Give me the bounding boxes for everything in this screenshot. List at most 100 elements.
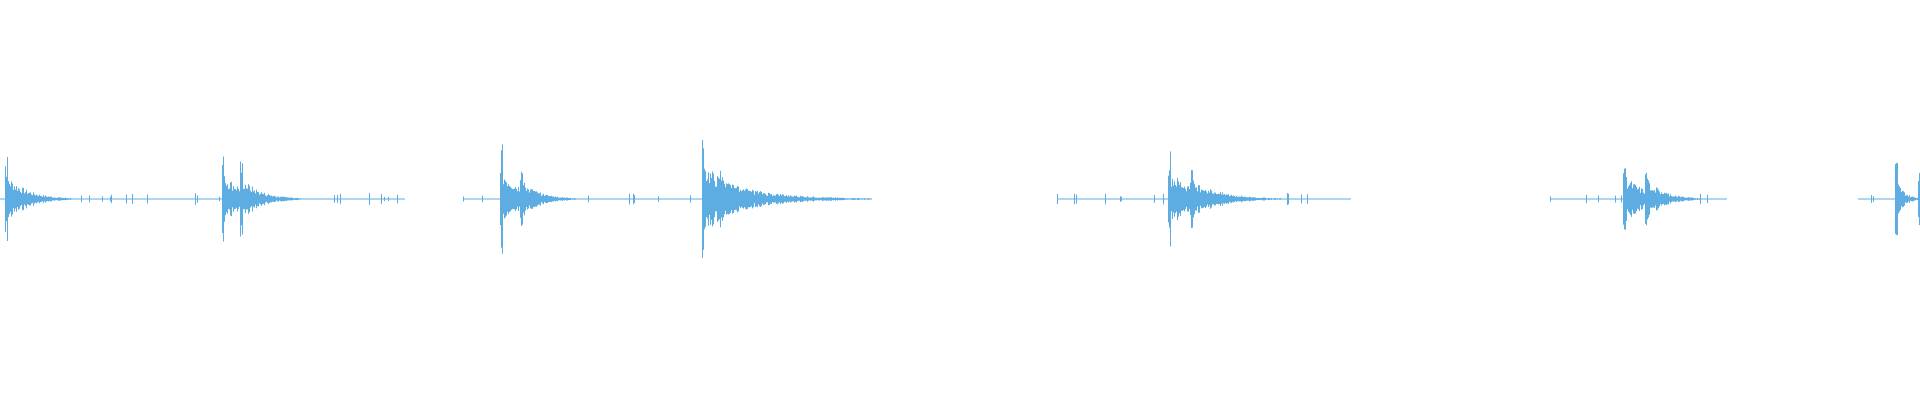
- waveform-sample: [1645, 174, 1646, 224]
- waveform-sample: [164, 198, 165, 200]
- waveform-sample: [606, 198, 607, 200]
- waveform-sample: [397, 194, 398, 204]
- waveform-sample: [1189, 189, 1190, 209]
- waveform-sample: [624, 198, 625, 200]
- waveform-sample: [1285, 198, 1286, 200]
- waveform-sample: [1655, 192, 1656, 206]
- waveform-sample: [144, 198, 145, 200]
- waveform-sample: [1293, 198, 1294, 200]
- waveform-sample: [1564, 198, 1565, 200]
- waveform-sample: [158, 198, 159, 200]
- waveform-sample: [1212, 193, 1213, 205]
- waveform-sample: [1889, 198, 1890, 200]
- waveform-sample: [1653, 190, 1654, 208]
- waveform-sample: [768, 192, 769, 206]
- waveform-sample: [97, 198, 98, 200]
- waveform-sample: [1101, 198, 1102, 200]
- waveform-sample: [1205, 190, 1206, 208]
- waveform-sample: [127, 198, 128, 200]
- waveform-sample: [1246, 197, 1247, 201]
- waveform-sample: [305, 198, 306, 200]
- waveform-sample: [674, 198, 675, 200]
- waveform-sample: [73, 198, 74, 200]
- waveform-sample: [1629, 184, 1630, 214]
- waveform-sample: [1660, 194, 1661, 204]
- waveform-sample: [90, 198, 91, 200]
- waveform-sample: [1580, 198, 1581, 200]
- waveform-sample: [1708, 198, 1709, 200]
- waveform-sample: [691, 198, 692, 200]
- waveform-sample: [179, 198, 180, 200]
- waveform-sample: [1704, 198, 1705, 200]
- waveform-sample: [515, 187, 516, 211]
- waveform-sample: [1679, 196, 1680, 202]
- waveform-sample: [209, 198, 210, 200]
- waveform-sample: [529, 192, 530, 206]
- waveform-sample: [1647, 178, 1648, 220]
- waveform-sample: [102, 196, 103, 202]
- waveform-sample: [1698, 198, 1699, 200]
- waveform-sample: [1278, 198, 1279, 200]
- waveform-sample: [252, 186, 253, 212]
- waveform-sample: [1121, 196, 1122, 202]
- waveform-sample: [74, 198, 75, 200]
- waveform-sample: [581, 198, 582, 200]
- waveform-sample: [783, 194, 784, 204]
- waveform-sample: [352, 198, 353, 200]
- waveform-sample: [1577, 198, 1578, 200]
- waveform-sample: [1690, 197, 1691, 201]
- waveform-sample: [1195, 187, 1196, 211]
- waveform-sample: [87, 198, 88, 200]
- waveform-sample: [1141, 198, 1142, 200]
- waveform-sample: [261, 192, 262, 206]
- waveform-sample: [215, 198, 216, 200]
- waveform-sample: [36, 194, 37, 204]
- waveform-sample: [714, 180, 715, 218]
- waveform-sample: [132, 193, 133, 205]
- waveform-sample: [1877, 198, 1878, 200]
- waveform-sample: [49, 196, 50, 202]
- waveform-sample: [1713, 198, 1714, 200]
- waveform-sample: [343, 198, 344, 200]
- waveform-sample: [788, 195, 789, 203]
- waveform-sample: [257, 191, 258, 207]
- waveform-sample: [1319, 198, 1320, 200]
- waveform-sample: [1599, 198, 1600, 200]
- waveform-sample: [771, 193, 772, 205]
- waveform-sample: [535, 191, 536, 207]
- waveform-sample: [592, 198, 593, 200]
- waveform-sample: [611, 198, 612, 200]
- waveform-sample: [779, 195, 780, 203]
- waveform-sample: [828, 197, 829, 201]
- waveform-sample: [1173, 185, 1174, 213]
- waveform-sample: [1718, 198, 1719, 200]
- waveform-sample: [1643, 192, 1644, 206]
- waveform-sample: [1568, 198, 1569, 200]
- waveform-sample: [58, 197, 59, 201]
- waveform-sample: [303, 198, 304, 200]
- waveform-sample: [498, 198, 499, 200]
- waveform-sample: [499, 198, 500, 200]
- waveform-sample: [591, 198, 592, 200]
- waveform-sample: [1147, 198, 1148, 200]
- waveform-sample: [1062, 198, 1063, 200]
- waveform-sample: [843, 198, 844, 200]
- waveform-sample: [669, 198, 670, 200]
- waveform-sample: [1206, 191, 1207, 207]
- waveform-sample: [1274, 198, 1275, 200]
- waveform-sample: [394, 198, 395, 200]
- waveform-sample: [703, 148, 704, 250]
- waveform-sample: [331, 198, 332, 200]
- waveform-sample: [1616, 198, 1617, 200]
- waveform-sample: [268, 194, 269, 204]
- waveform-sample: [1598, 195, 1599, 203]
- waveform-sample: [306, 198, 307, 200]
- waveform-sample: [28, 193, 29, 205]
- waveform-sample: [1181, 187, 1182, 211]
- waveform-sample: [1176, 186, 1177, 212]
- waveform-sample: [607, 198, 608, 200]
- waveform-sample: [1700, 193, 1701, 205]
- waveform-sample: [1161, 198, 1162, 200]
- waveform-sample: [226, 185, 227, 213]
